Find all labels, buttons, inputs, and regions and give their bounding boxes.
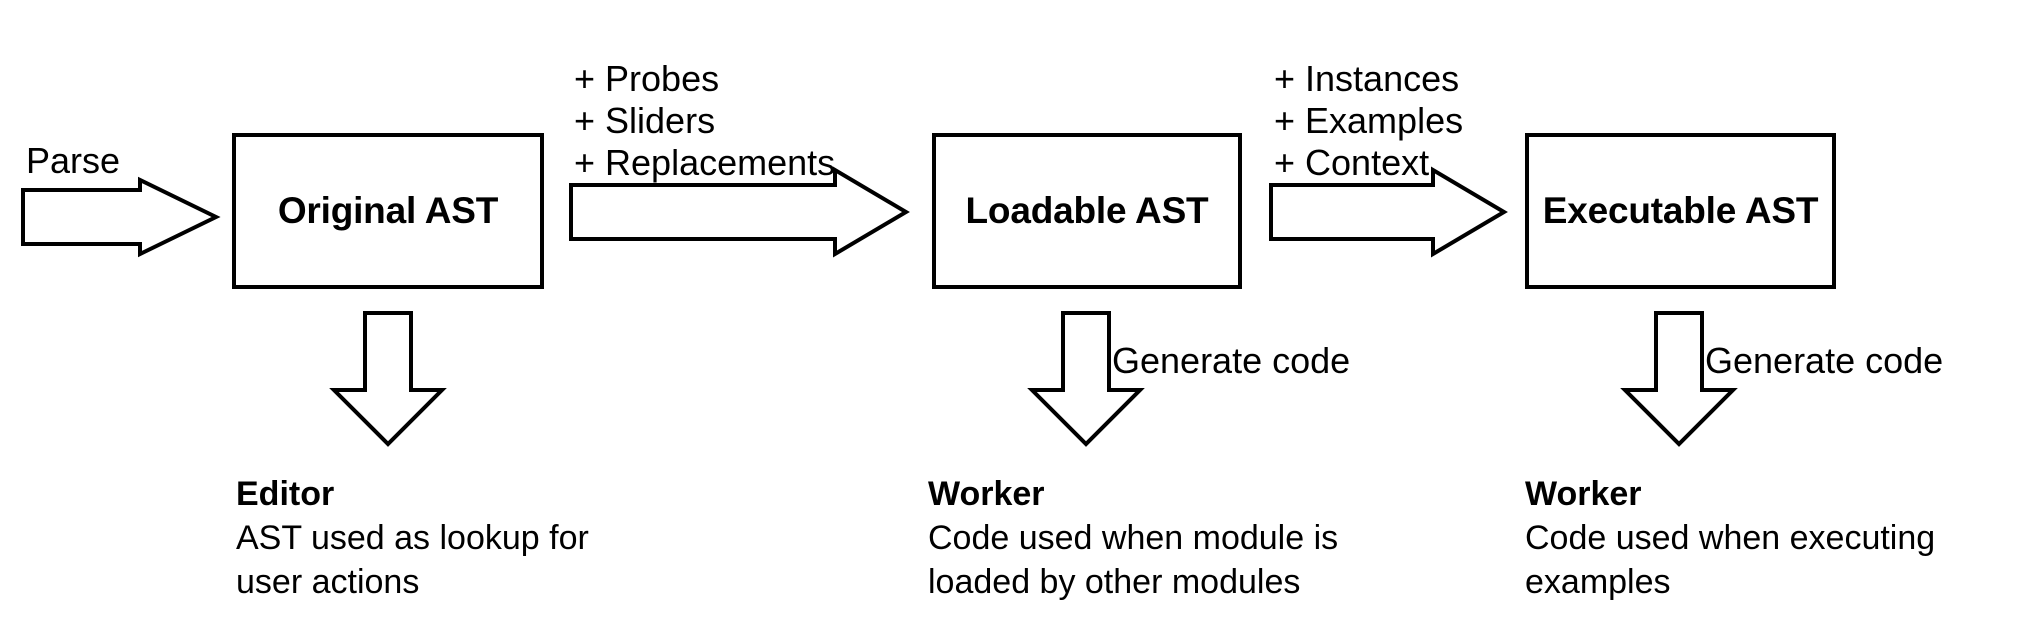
editor-arrow [329, 311, 447, 447]
mod-line-context: + Context [1274, 142, 1430, 183]
worker-loaded-caption-title: Worker [928, 475, 1045, 513]
worker-loaded-caption: Worker Code used when module is loaded b… [928, 472, 1338, 604]
mod-line-probes: + Probes [574, 58, 720, 99]
mod-line-instances: + Instances [1274, 58, 1460, 99]
editor-caption-title: Editor [236, 475, 335, 513]
mod-line-replacements: + Replacements [574, 142, 836, 183]
original-to-loadable-arrow [569, 166, 910, 258]
worker-exec-caption-line-2: examples [1525, 563, 1671, 601]
worker-exec-arrow-label: Generate code [1705, 340, 1944, 381]
worker-exec-caption-line-1: Code used when executing [1525, 519, 1936, 557]
node-executable-ast[interactable]: Executable AST [1525, 133, 1836, 289]
parse-arrow [21, 176, 221, 258]
node-executable-ast-label: Executable AST [1542, 190, 1819, 231]
node-original-ast-label: Original AST [277, 190, 499, 231]
worker-exec-caption-title: Worker [1525, 475, 1642, 513]
mod-line-sliders: + Sliders [574, 100, 716, 141]
worker-loaded-caption-line-2: loaded by other modules [928, 563, 1301, 601]
worker-exec-caption: Worker Code used when executing examples [1525, 472, 1935, 604]
loadable-to-executable-arrow-labels: + Instances + Examples + Context [1274, 58, 1463, 184]
editor-caption-line-2: user actions [236, 563, 420, 601]
loadable-to-executable-arrow [1269, 166, 1508, 258]
node-original-ast[interactable]: Original AST [232, 133, 544, 289]
editor-caption: Editor AST used as lookup for user actio… [236, 472, 589, 604]
worker-loaded-caption-line-1: Code used when module is [928, 519, 1339, 557]
worker-loaded-arrow [1027, 311, 1145, 447]
worker-loaded-arrow-label: Generate code [1112, 340, 1351, 381]
parse-arrow-label: Parse [26, 140, 121, 181]
worker-exec-arrow [1620, 311, 1738, 447]
mod-line-examples: + Examples [1274, 100, 1464, 141]
original-to-loadable-arrow-labels: + Probes + Sliders + Replacements [574, 58, 835, 184]
node-loadable-ast-label: Loadable AST [965, 190, 1209, 231]
node-loadable-ast[interactable]: Loadable AST [932, 133, 1242, 289]
editor-caption-line-1: AST used as lookup for [236, 519, 589, 557]
